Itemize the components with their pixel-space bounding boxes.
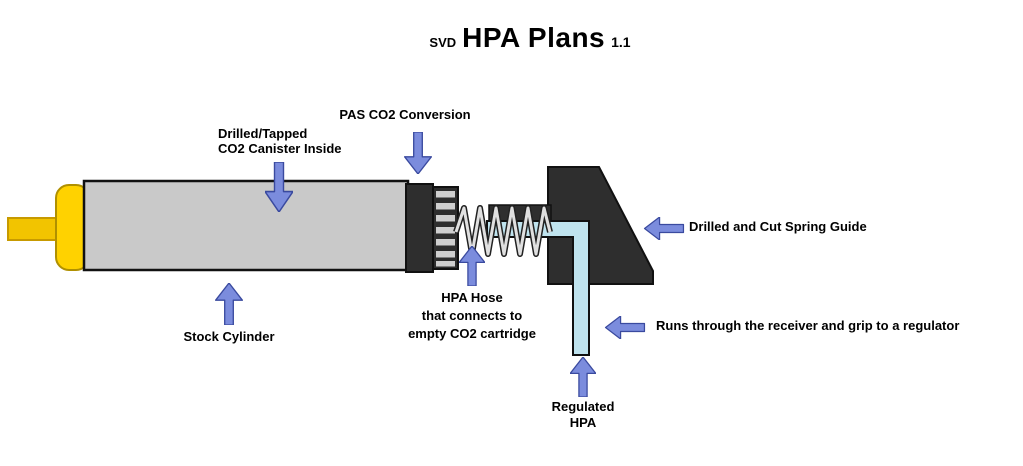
title-version: 1.1 [611,34,631,50]
label-pas-co2-conversion: PAS CO2 Conversion [339,107,471,122]
label-hpa-hose-line3: empty CO2 cartridge [408,326,536,341]
label-drilled-tapped-line2: CO2 Canister Inside [218,140,342,156]
page-title: SVD HPA Plans 1.1 [100,22,960,54]
hpa-hose-arrow-up-icon [459,246,485,286]
stock-cylinder-arrow-up-icon [215,283,243,325]
drilled-tapped-arrow-down-icon [265,162,293,212]
spring-guide-arrow-left-icon [643,217,685,240]
pas-co2-arrow-down-icon [404,132,432,174]
runs-through-arrow-left-icon [604,316,646,339]
pas-co2-adapter-shape [405,183,434,273]
label-regulated-hpa-line1: Regulated [551,399,615,414]
label-regulated-hpa: Regulated HPA [533,399,633,431]
label-regulated-hpa-line2: HPA [569,415,597,430]
title-main: HPA Plans [462,22,606,53]
label-runs-through: Runs through the receiver and grip to a … [656,318,960,333]
adapter-threads-shape [432,186,459,270]
label-stock-cylinder: Stock Cylinder [183,329,275,344]
label-drilled-tapped-line1: Drilled/Tapped [218,126,308,141]
label-hpa-hose: HPA Hose that connects to empty CO2 cart… [396,289,548,343]
title-prefix: SVD [429,35,457,50]
label-hpa-hose-line1: HPA Hose [441,290,503,305]
stock-cylinder-shape [82,179,410,272]
label-drilled-tapped: Drilled/Tapped CO2 Canister Inside [218,126,342,156]
label-hpa-hose-line2: that connects to [421,308,523,323]
regulated-hpa-arrow-up-icon [570,357,596,397]
label-spring-guide: Drilled and Cut Spring Guide [689,219,867,234]
